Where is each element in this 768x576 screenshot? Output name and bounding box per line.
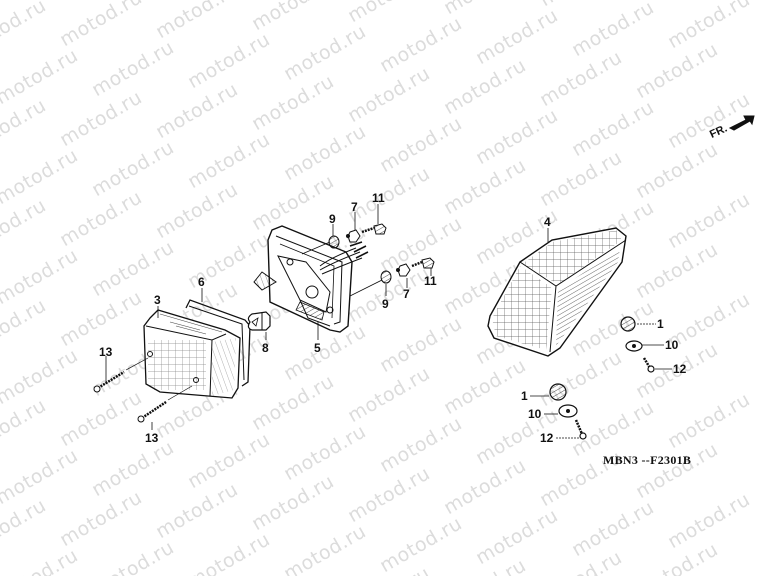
callout-5: 5 — [314, 341, 321, 355]
callout-12-right: 12 — [673, 362, 687, 376]
lower-mount-hardware — [349, 257, 435, 297]
callout-1-right: 1 — [657, 317, 664, 331]
tail-lens — [143, 309, 241, 399]
callout-9-lower: 9 — [382, 297, 389, 311]
front-direction-arrow-icon — [728, 115, 755, 131]
callout-13-upper: 13 — [99, 345, 113, 359]
callout-9-upper: 9 — [329, 212, 336, 226]
leader-lines — [105, 204, 549, 430]
callout-3: 3 — [154, 293, 161, 307]
lens-gasket — [185, 299, 251, 387]
callout-12-left: 12 — [540, 431, 554, 445]
callout-11-lower: 11 — [424, 274, 437, 288]
callout-6: 6 — [198, 275, 205, 289]
diagram-code: MBN3 --F2301B — [603, 453, 692, 467]
callout-7-upper: 7 — [351, 200, 358, 214]
callout-10-left: 10 — [528, 407, 542, 421]
reflector-hardware-right — [620, 316, 672, 373]
callout-11-upper: 11 — [372, 191, 385, 205]
reflector — [487, 227, 627, 357]
bulb — [247, 311, 271, 331]
callout-10-right: 10 — [665, 338, 679, 352]
callout-8: 8 — [262, 341, 269, 355]
lens-screws — [93, 357, 193, 423]
reflector-hardware-left — [530, 383, 587, 440]
callout-4: 4 — [544, 215, 551, 229]
callout-13-lower: 13 — [145, 431, 159, 445]
callout-7-lower: 7 — [403, 287, 410, 301]
tail-light-base — [253, 225, 369, 333]
callout-1-left: 1 — [521, 389, 528, 403]
upper-mount-hardware — [301, 223, 387, 255]
